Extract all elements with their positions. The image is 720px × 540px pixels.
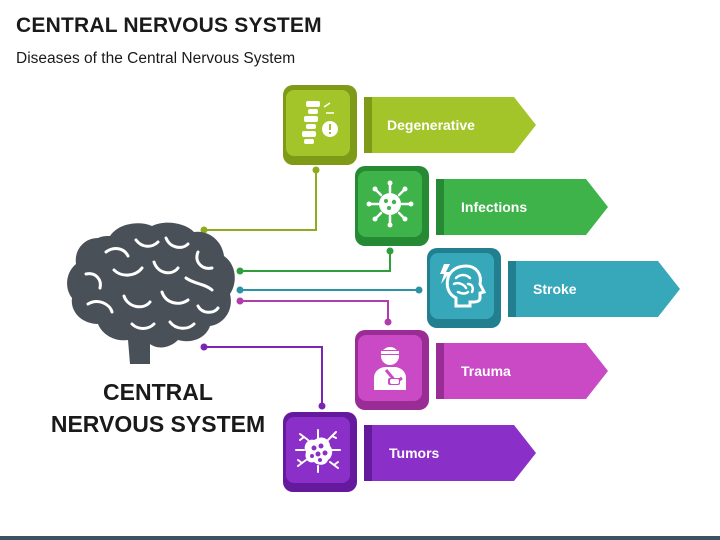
- center-label: CENTRAL NERVOUS SYSTEM: [40, 376, 276, 440]
- ribbon-trauma: [436, 343, 608, 399]
- icon-box-tumors: [283, 412, 357, 492]
- virus-icon: [366, 180, 414, 228]
- label-stroke: Stroke: [533, 281, 577, 297]
- page-subtitle: Diseases of the Central Nervous System: [16, 50, 296, 67]
- connector-degenerative: [204, 170, 317, 231]
- center-label-line2: NERVOUS SYSTEM: [50, 411, 266, 437]
- label-trauma: Trauma: [461, 363, 511, 379]
- connector-tumors: [204, 346, 323, 406]
- connector-trauma: [240, 300, 389, 322]
- icon-box-stroke: [427, 248, 501, 328]
- icon-box-trauma: [355, 330, 429, 410]
- ribbon-tumors: [364, 425, 536, 481]
- tumor-cell-icon: [295, 429, 341, 473]
- label-tumors: Tumors: [389, 445, 440, 461]
- icon-box-degenerative: [283, 85, 357, 165]
- label-infections: Infections: [461, 199, 528, 215]
- ribbon-degenerative: [364, 97, 536, 153]
- brain-icon: [67, 222, 235, 364]
- icon-box-infections: [355, 166, 429, 246]
- injured-person-icon: [374, 347, 406, 390]
- page-title: CENTRAL NERVOUS SYSTEM: [16, 14, 322, 37]
- bottom-bar: [0, 536, 720, 540]
- head-stroke-icon: [440, 264, 486, 308]
- label-degenerative: Degenerative: [387, 117, 475, 133]
- center-label-line1: CENTRAL: [103, 379, 213, 405]
- ribbon-infections: [436, 179, 608, 235]
- connector-infections: [240, 251, 391, 272]
- ribbon-stroke: [508, 261, 680, 317]
- spine-warning-icon: [302, 101, 338, 144]
